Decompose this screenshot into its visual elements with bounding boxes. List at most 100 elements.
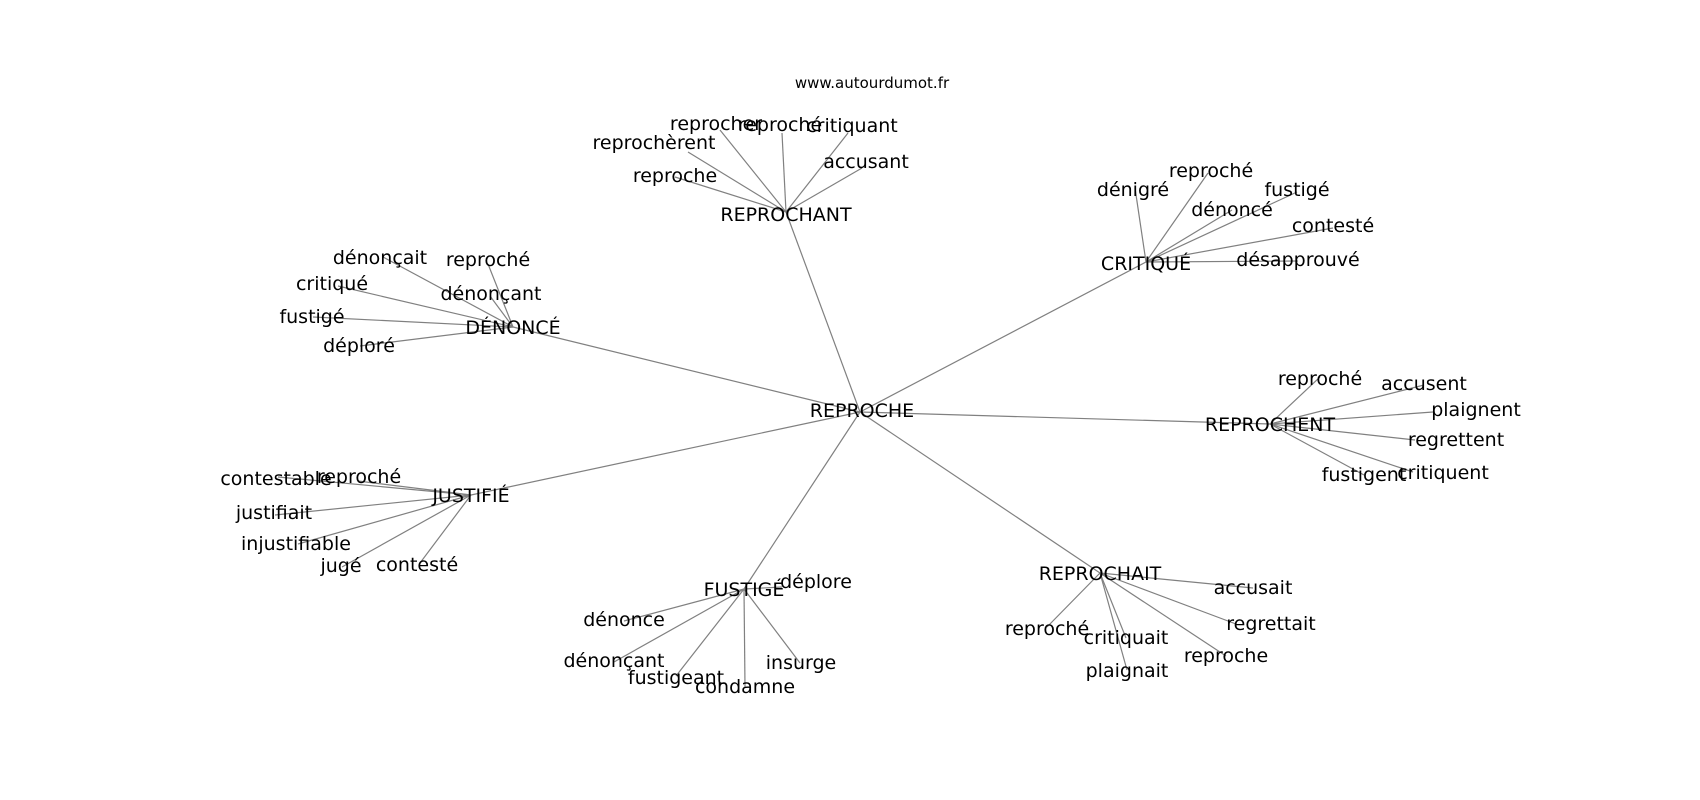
hub-leaf-edge (623, 588, 745, 622)
leaf-label: reproché (738, 114, 822, 136)
hub-leaf-edge (1269, 411, 1434, 425)
hub-leaf-edge (1269, 384, 1425, 425)
hub-leaf-edge (1145, 191, 1298, 263)
hub-label-justifie: JUSTIFIÉ (431, 484, 509, 507)
hub-leaf-edge (297, 494, 472, 545)
hub-leaf-edge (359, 326, 514, 347)
hub-leaf-edge (274, 494, 472, 516)
center-node-label: REPROCHE (810, 400, 914, 422)
labels-layer: www.autourdumot.fr REPROCHE REPROCHANT r… (220, 74, 1520, 698)
hub-leaf-edge (743, 588, 801, 664)
hub-leaf-edge (785, 167, 863, 213)
leaf-label: plaignait (1086, 660, 1169, 682)
leaf-label: injustifiable (241, 533, 351, 555)
center-hub-edge (743, 411, 861, 590)
leaf-label: justifiait (235, 502, 312, 524)
hub-leaf-edge (419, 494, 472, 564)
leaf-label: accusent (1381, 373, 1467, 395)
hub-leaf-edge (1099, 572, 1127, 639)
leaf-label: condamne (695, 676, 795, 698)
leaf-label: insurge (766, 652, 837, 674)
leaf-label: plaignent (1431, 399, 1521, 421)
leaf-label: reproche (633, 165, 717, 187)
leaf-label: jugé (319, 555, 361, 577)
hub-leaf-edge (675, 588, 745, 677)
leaf-label: dénonçant (440, 283, 541, 305)
center-hub-edge (859, 411, 1101, 574)
center-hub-edge (512, 326, 861, 413)
leaf-label: reprocher (670, 113, 762, 135)
hub-leaf-edge (1145, 260, 1299, 263)
hub-label-critique: CRITIQUÉ (1101, 252, 1191, 275)
leaf-label: regrettait (1226, 613, 1316, 635)
hub-leaf-edge (337, 285, 514, 328)
leaf-label: contesté (1292, 215, 1374, 237)
leaf-label: reproché (1169, 160, 1253, 182)
hub-leaf-edge (277, 476, 472, 496)
hub-leaf-edge (1099, 572, 1128, 671)
hub-leaf-edge (743, 588, 746, 688)
hub-leaf-edge (743, 586, 783, 590)
leaf-label: critiquait (1084, 627, 1169, 649)
leaf-label: reproché (1278, 368, 1362, 390)
hub-leaf-edge (341, 494, 472, 568)
hub-leaf-edge (1269, 423, 1365, 476)
center-hub-edge (859, 261, 1147, 413)
leaf-label: dénonçait (333, 247, 427, 269)
leaf-label: fustigé (279, 306, 344, 328)
hub-leaf-edge (785, 132, 849, 213)
leaf-label: contesté (376, 554, 458, 576)
hub-leaf-edge (1046, 572, 1101, 628)
center-hub-edge (470, 411, 861, 496)
site-url: www.autourdumot.fr (795, 74, 950, 92)
leaf-label: dénoncé (1191, 199, 1273, 221)
hub-label-reprochent: REPROCHENT (1205, 414, 1336, 436)
leaf-label: reprochèrent (593, 132, 716, 154)
hub-leaf-edge (487, 263, 514, 328)
hub-leaf-edge (1269, 423, 1416, 441)
hub-leaf-edge (382, 256, 514, 328)
leaf-label: désapprouvé (1236, 249, 1359, 271)
leaf-label: regrettent (1408, 429, 1504, 451)
leaf-label: dénonce (583, 609, 665, 631)
leaf-label: dénigré (1097, 179, 1169, 201)
hub-leaf-edge (1145, 209, 1233, 263)
leaf-label: accusait (1214, 577, 1293, 599)
leaf-label: contestable (220, 468, 331, 490)
hub-leaf-edge (1145, 172, 1209, 263)
hub-leaf-edge (1269, 423, 1414, 473)
leaf-label: critiquant (806, 115, 898, 137)
edges-layer (274, 129, 1434, 688)
hub-leaf-edge (613, 588, 745, 663)
hub-leaf-edge (1145, 227, 1334, 263)
leaf-label: reproché (446, 249, 530, 271)
leaf-label: fustigé (1264, 179, 1329, 201)
hub-leaf-edge (1099, 572, 1237, 625)
hub-leaf-edge (781, 132, 787, 213)
hub-leaf-edge (719, 129, 787, 213)
hub-leaf-edge (674, 176, 787, 213)
hub-label-reprochait: REPROCHAIT (1039, 563, 1162, 585)
leaf-label: fustigent (1322, 464, 1407, 486)
hub-leaf-edge (489, 295, 514, 328)
center-hub-edge (785, 211, 861, 413)
hub-label-denonce: DÉNONCÉ (465, 316, 560, 339)
hub-leaf-edge (1269, 376, 1321, 425)
hub-leaf-edge (687, 151, 787, 213)
hub-label-reprochant: REPROCHANT (720, 204, 852, 226)
leaf-label: dénonçant (563, 650, 664, 672)
leaf-label: reproché (317, 466, 401, 488)
center-hub-edge (859, 411, 1271, 425)
leaf-label: reproché (1005, 618, 1089, 640)
hub-leaf-edge (1099, 572, 1254, 589)
leaf-label: accusant (823, 151, 909, 173)
hub-label-fustige: FUSTIGÉ (704, 578, 785, 601)
leaf-label: reproche (1184, 645, 1268, 667)
hub-leaf-edge (312, 316, 514, 328)
leaf-label: fustigeant (628, 667, 724, 689)
leaf-label: critiquent (1397, 462, 1489, 484)
hub-leaf-edge (1099, 572, 1227, 657)
hub-leaf-edge (1134, 187, 1147, 263)
leaf-label: déplore (780, 571, 852, 593)
